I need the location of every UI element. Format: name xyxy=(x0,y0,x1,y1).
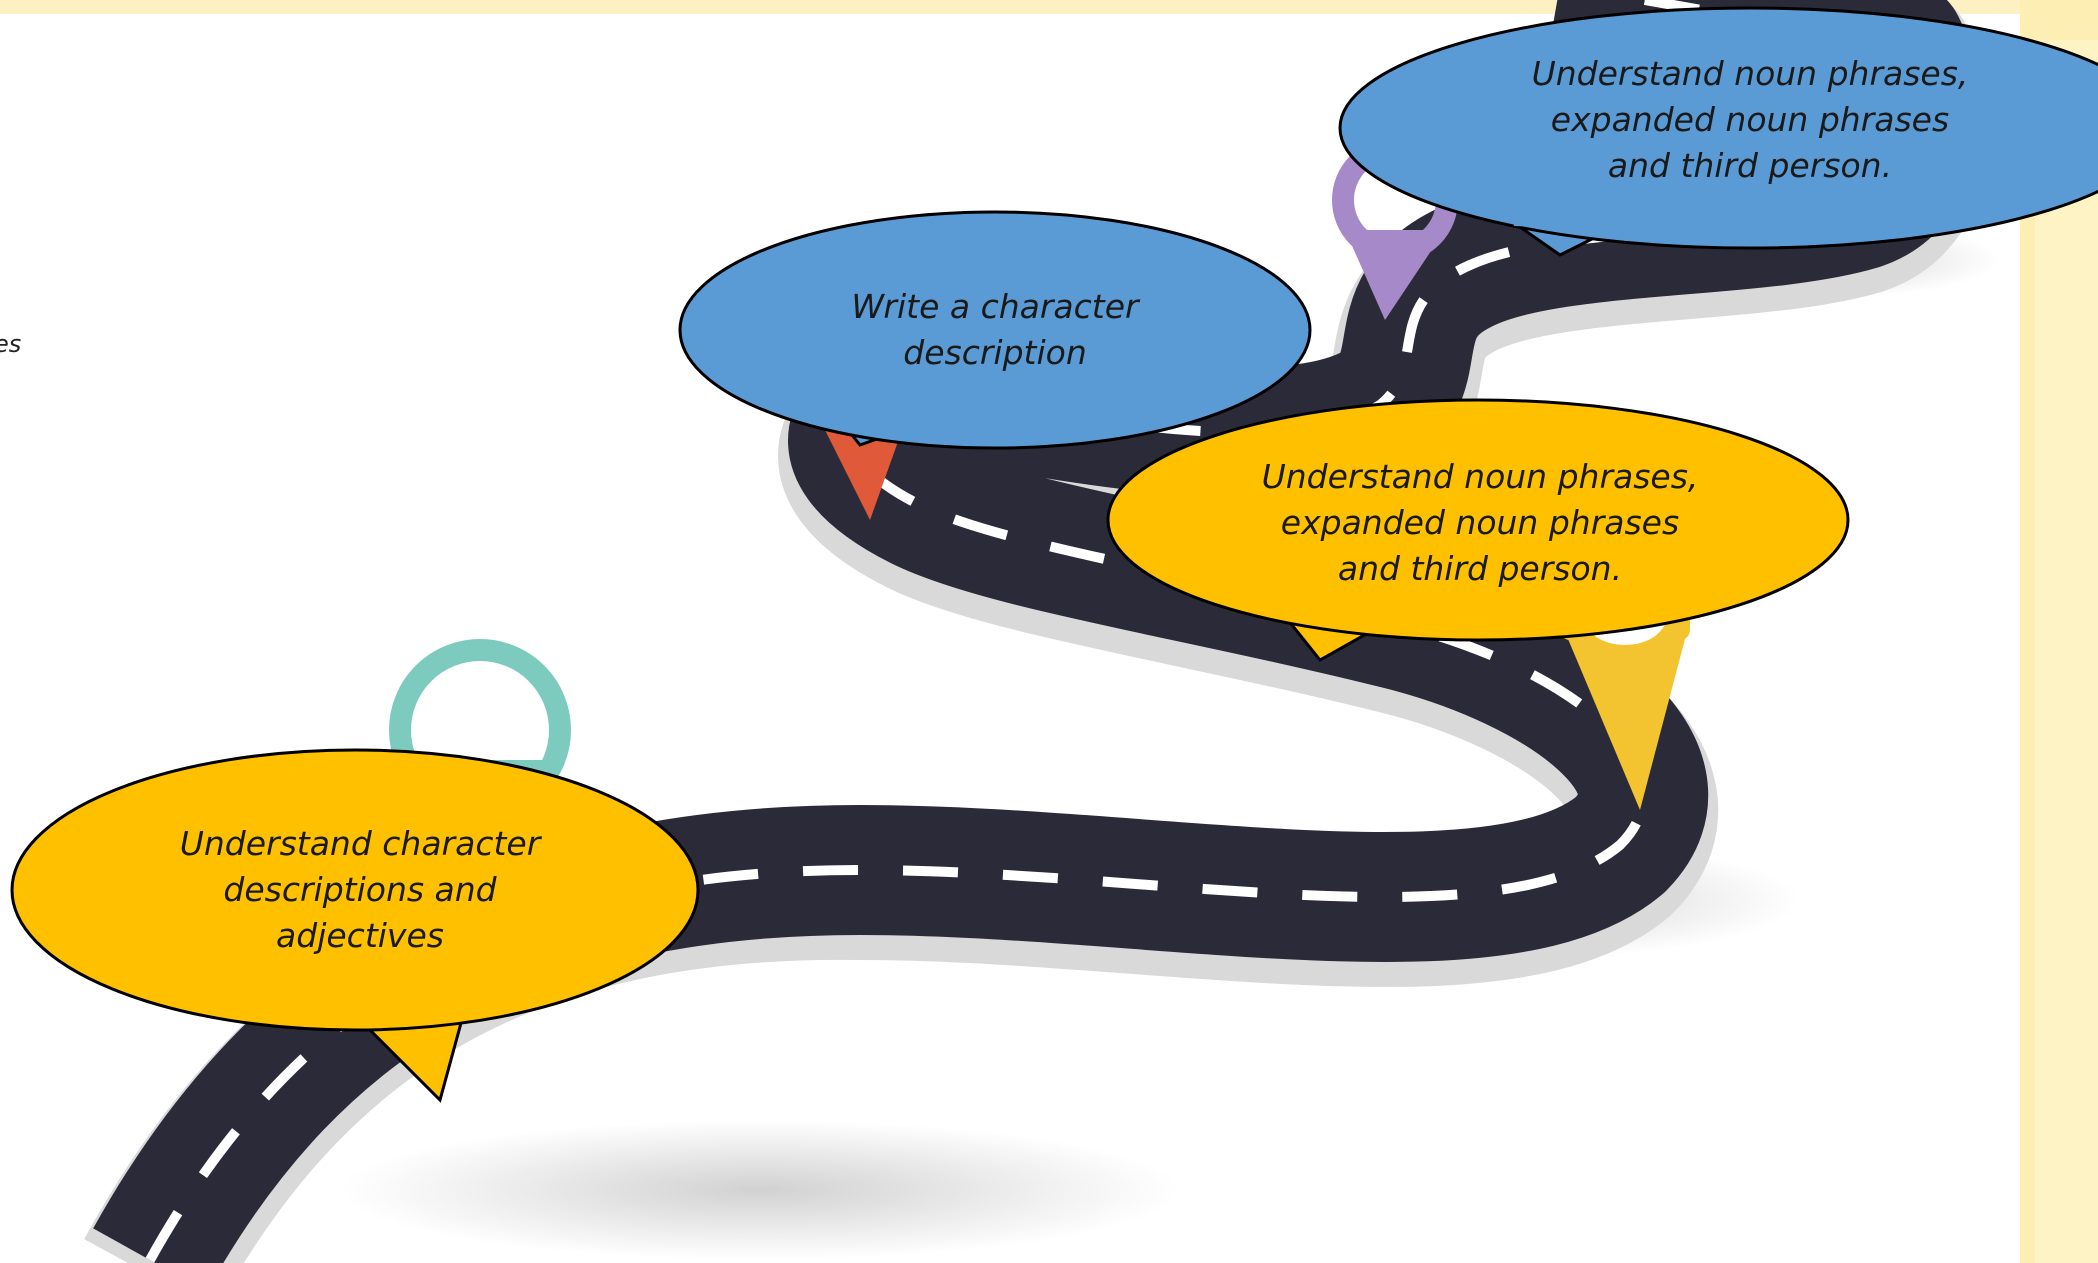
bubble-understand-character xyxy=(10,748,700,1103)
top-band xyxy=(0,0,2020,14)
left-edge-text-fragment: es xyxy=(0,330,22,358)
bubble-text-noun-phrases-orange: Understand noun phrases, expanded noun p… xyxy=(1261,456,1699,588)
bubble-noun-phrases-orange xyxy=(1106,398,1850,662)
road-marking xyxy=(145,0,1922,1263)
bubble-noun-phrases-blue xyxy=(1338,6,2098,257)
bubble-text-understand-character: Understand character descriptions and ad… xyxy=(179,824,541,955)
right-panel-inner xyxy=(2035,40,2098,1263)
bubble-write-character xyxy=(678,210,1312,450)
bubble-text-noun-phrases-blue: Understand noun phrases, expanded noun p… xyxy=(1531,54,1969,185)
bubble-text-write-character: Write a character description xyxy=(851,287,1139,372)
